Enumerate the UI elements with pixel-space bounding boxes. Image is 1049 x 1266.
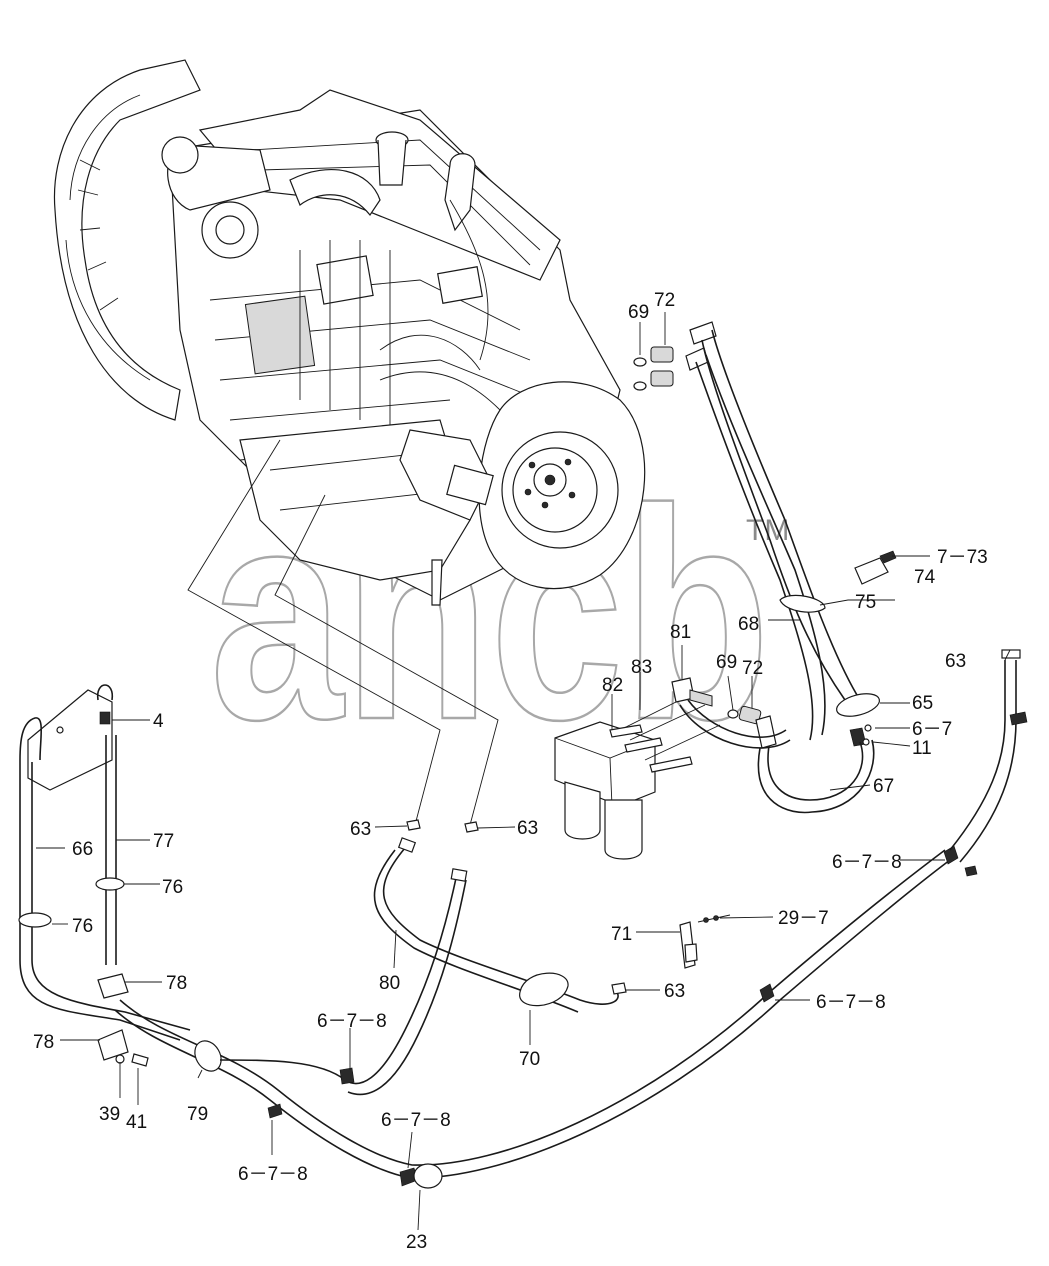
callout-11: 11 [912,738,932,759]
callout-69: 69 [628,302,649,323]
callout-66: 66 [72,839,93,860]
fuel-filter-assembly [554,677,791,860]
callout-70: 70 [519,1049,540,1070]
callout-79: 79 [187,1104,208,1125]
callout-72-lower: 72 [742,658,763,679]
callout-72: 72 [654,290,675,311]
callout-77: 77 [153,831,174,852]
callout-78-upper: 78 [166,973,187,994]
callout-29-7: 29－7 [778,908,829,929]
hose-fittings-top [633,321,717,391]
callout-6-7: 6－7 [912,719,952,740]
callout-76-a: 76 [162,877,183,898]
callout-63-left: 63 [350,819,371,840]
callout-82: 82 [602,675,623,696]
callout-6-7-8-mid-right: 6－7－8 [816,992,886,1013]
callout-6-7-8-center: 6－7－8 [317,1011,387,1032]
callout-41: 41 [126,1112,147,1133]
callout-74: 74 [914,567,936,588]
relay-connector [854,550,930,585]
callout-6-7-8-bottom-left: 6－7－8 [238,1164,308,1185]
callout-7-73: 7－73 [937,547,988,568]
callout-67: 67 [873,776,894,797]
callout-83: 83 [631,657,652,678]
engine-illustration [53,59,646,606]
callout-63-mid: 63 [517,818,538,839]
callout-63-lower: 63 [664,981,685,1002]
callout-75: 75 [855,592,876,613]
callout-23: 23 [406,1232,427,1253]
callout-65: 65 [912,693,933,714]
callout-80: 80 [379,973,400,994]
leader-lines [36,312,1011,1231]
callout-78-lower: 78 [33,1032,54,1053]
callout-labels: 72 69 7－73 74 75 68 81 83 82 69 72 63 65… [33,290,988,1253]
callout-63-right: 63 [945,651,966,672]
callout-76-b: 76 [72,916,93,937]
callout-69-lower: 69 [716,652,737,673]
callout-4: 4 [153,711,164,732]
callout-81: 81 [670,622,691,643]
bracket-71 [679,914,731,969]
callout-6-7-8-right: 6－7－8 [832,852,902,873]
callout-68: 68 [738,614,759,635]
callout-6-7-8-lower: 6－7－8 [381,1110,451,1131]
callout-71: 71 [611,924,632,945]
callout-39: 39 [99,1104,120,1125]
